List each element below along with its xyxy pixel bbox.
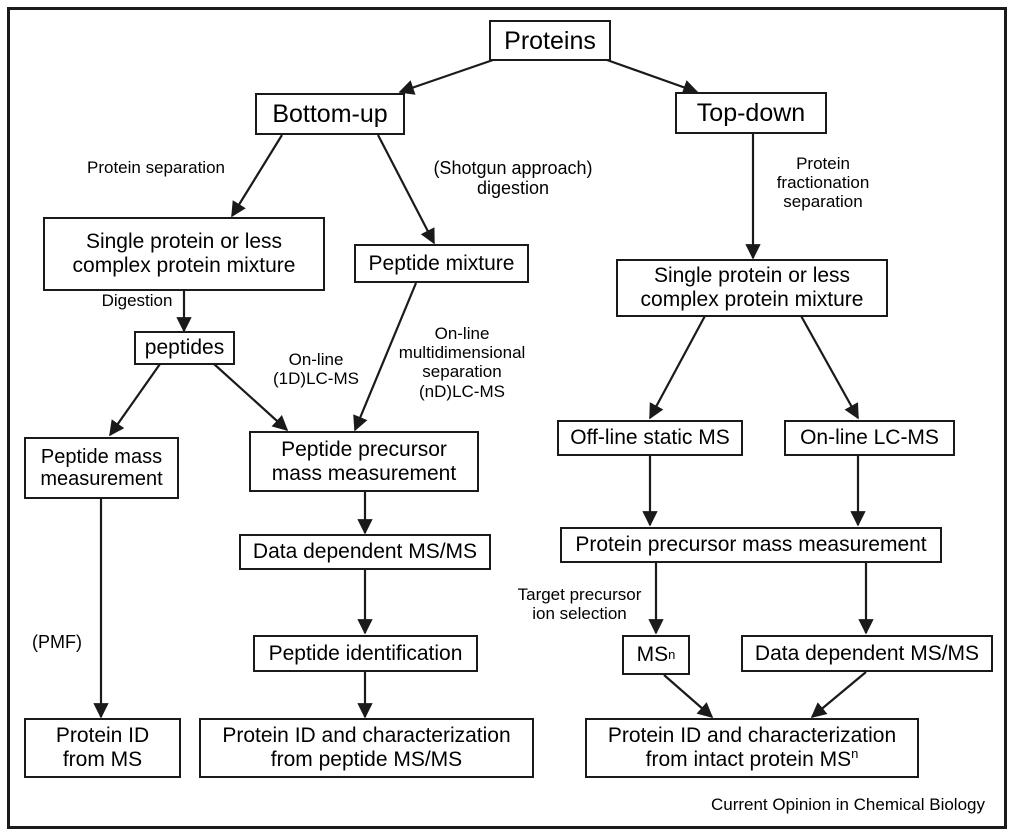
node-bu-peptide-precursor-mass-measurement[interactable]: Peptide precursor mass measurement [249, 431, 479, 492]
node-top-down[interactable]: Top-down [675, 92, 827, 134]
edge-label-online-1d-lcms: On-line (1D)LC-MS [273, 350, 359, 389]
node-bu-single-protein-or-less-complex-mixture[interactable]: Single protein or less complex protein m… [43, 217, 325, 291]
node-td-offline-static-ms[interactable]: Off-line static MS [557, 420, 743, 456]
edge-label-target-precursor-ion-selection: Target precursor ion selection [517, 585, 642, 624]
figure-border [7, 7, 1007, 829]
node-bu-data-dependent-msms[interactable]: Data dependent MS/MS [239, 534, 491, 570]
node-bu-peptide-mixture[interactable]: Peptide mixture [354, 244, 529, 283]
td-protein-id-line1: Protein ID and characterization [607, 724, 897, 748]
node-td-single-protein-or-less-complex-mixture[interactable]: Single protein or less complex protein m… [616, 259, 888, 317]
node-td-protein-id-and-characterization-intact[interactable]: Protein ID and characterization from int… [585, 718, 919, 778]
node-proteins[interactable]: Proteins [489, 20, 611, 61]
edge-label-protein-separation: Protein separation [87, 158, 225, 177]
node-bu-peptide-mass-measurement[interactable]: Peptide mass measurement [24, 437, 179, 499]
node-bu-peptides[interactable]: peptides [134, 331, 235, 365]
node-td-online-lc-ms[interactable]: On-line LC-MS [784, 420, 955, 456]
node-bu-protein-id-from-ms[interactable]: Protein ID from MS [24, 718, 181, 778]
node-td-data-dependent-msms[interactable]: Data dependent MS/MS [741, 635, 993, 672]
intact-msn-superscript: n [851, 746, 859, 761]
node-bottom-up[interactable]: Bottom-up [255, 93, 405, 135]
node-bu-peptide-identification[interactable]: Peptide identification [253, 635, 478, 672]
journal-credit: Current Opinion in Chemical Biology [710, 795, 985, 814]
edge-label-protein-fractionation-separation: Protein fractionation separation [776, 154, 870, 212]
node-td-protein-precursor-mass-measurement[interactable]: Protein precursor mass measurement [560, 527, 942, 563]
edge-label-digestion: Digestion [101, 291, 173, 310]
edge-label-online-multidimensional-separation: On-line multidimensional separation (nD)… [398, 324, 526, 401]
node-bu-protein-id-and-characterization-peptide[interactable]: Protein ID and characterization from pep… [199, 718, 534, 778]
edge-label-shotgun-digestion: (Shotgun approach) digestion [433, 158, 593, 199]
msn-label: MS [636, 643, 669, 667]
edge-label-pmf: (PMF) [32, 632, 82, 652]
td-protein-id-line2: from intact protein MSn [645, 746, 859, 771]
